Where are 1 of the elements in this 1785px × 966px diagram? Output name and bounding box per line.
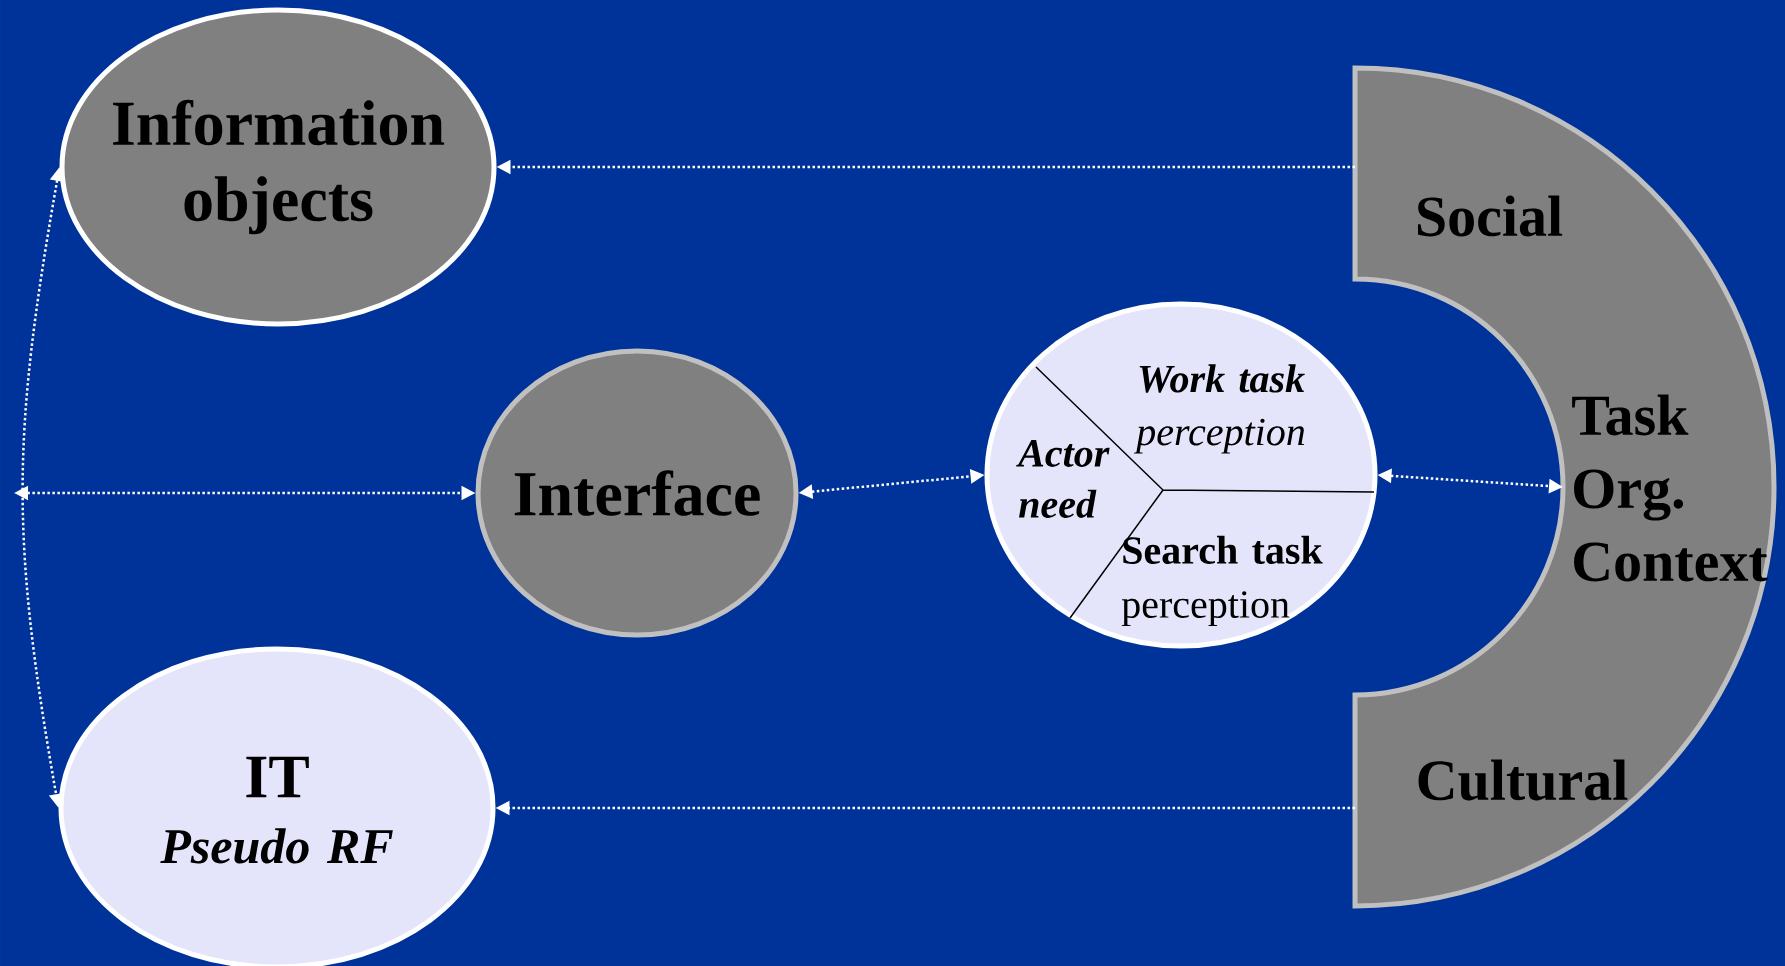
half-ring: Social Task Org. Context Cultural xyxy=(1352,65,1777,909)
